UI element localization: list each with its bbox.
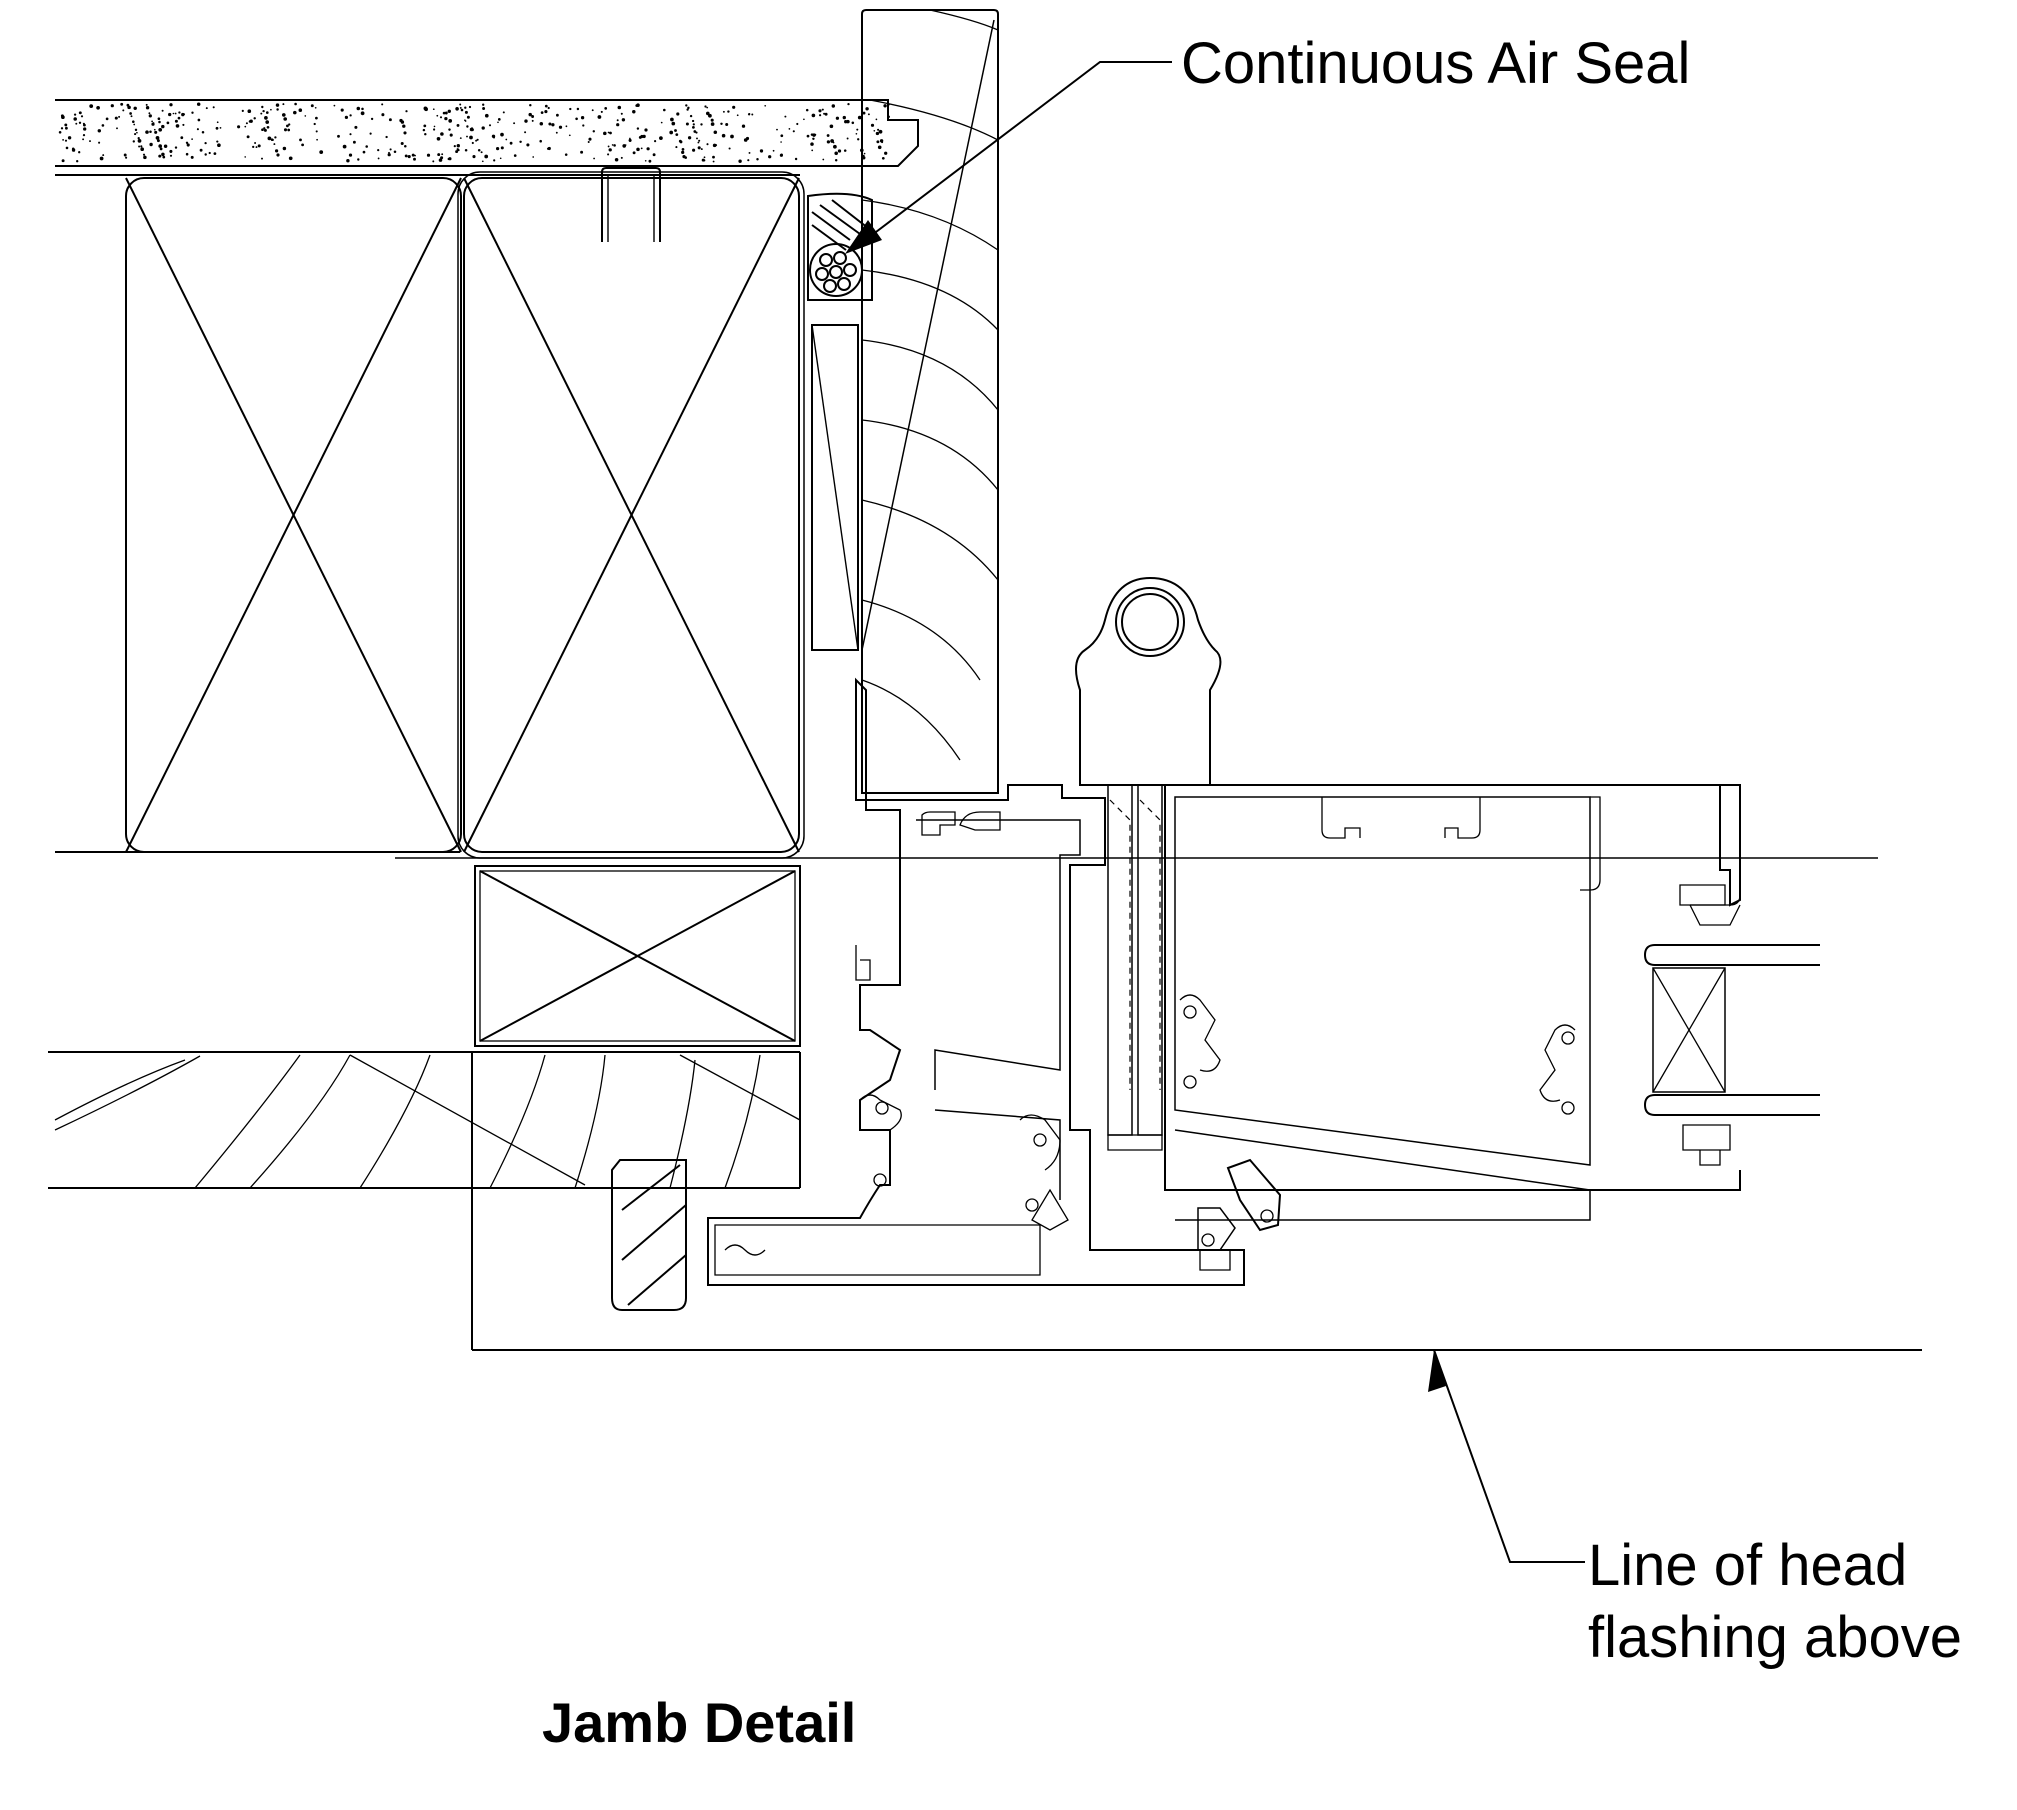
- air-seal-callout: Continuous Air Seal: [1181, 31, 1691, 96]
- wood-buck: [861, 9, 999, 794]
- staple: [601, 167, 661, 242]
- air-seal-assembly: [807, 192, 873, 651]
- drywall-speckles: [58, 102, 890, 163]
- drywall-board: [55, 99, 919, 167]
- sash-profile: [1164, 784, 1741, 1221]
- head-flashing-callout: Line of head flashing above: [1588, 1530, 1962, 1674]
- leader-head-flashing: [1428, 1349, 1585, 1563]
- head-flashing-callout-line2: flashing above: [1588, 1605, 1963, 1670]
- frame-profile-left: [707, 677, 1245, 1286]
- operator-arm: [1197, 1158, 1282, 1271]
- drawing-title: Jamb Detail: [542, 1691, 857, 1754]
- glazing-unit: [1643, 944, 1820, 1116]
- wood-plate: [48, 1051, 1922, 1351]
- leader-air-seal: [845, 61, 1172, 254]
- hinge: [1075, 576, 1222, 1151]
- lower-block: [474, 865, 801, 1047]
- head-flashing-callout-line1: Line of head: [1588, 1533, 1908, 1598]
- shim-block: [611, 1159, 687, 1311]
- double-stud: [55, 171, 1878, 859]
